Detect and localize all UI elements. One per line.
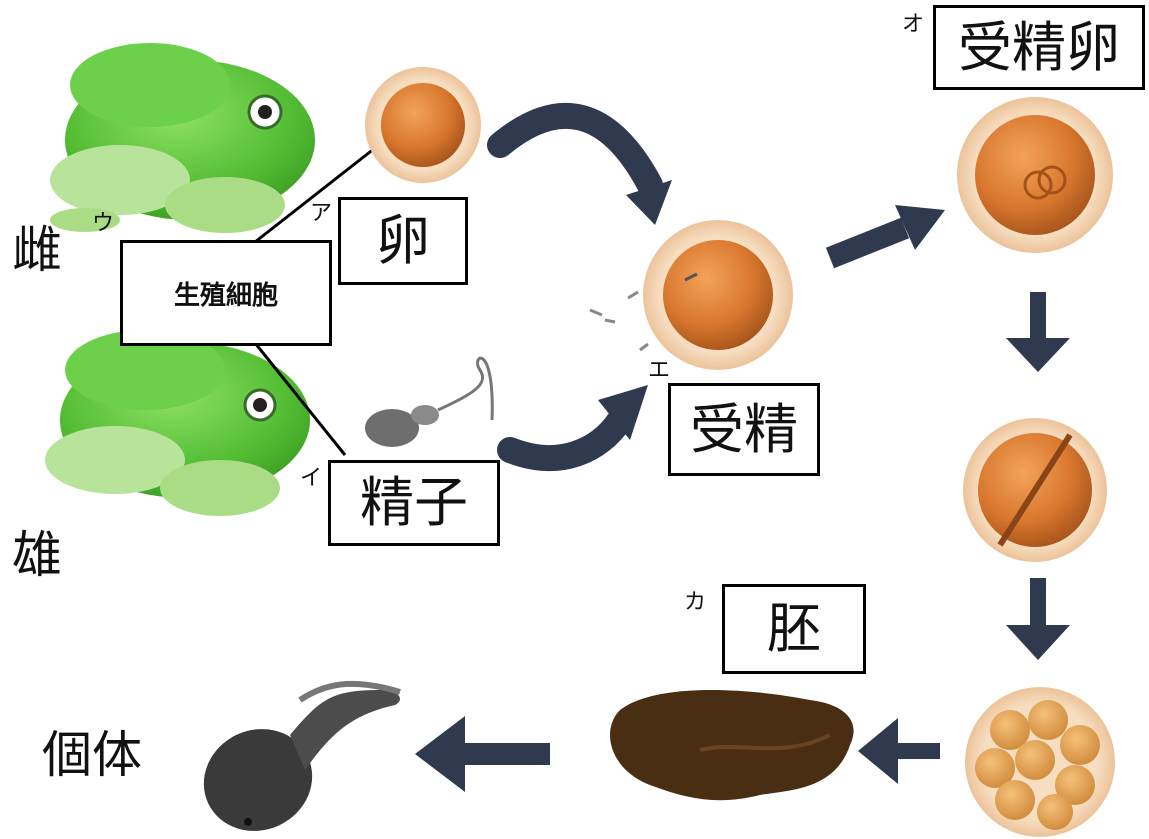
fertilized-egg-label: 受精卵: [958, 15, 1120, 79]
marker-u: ウ: [92, 211, 115, 236]
arrow-down-1: [1030, 292, 1046, 340]
sperm-image: [365, 356, 494, 447]
female-frog-image: [50, 43, 315, 233]
fertilization-box: 受精: [668, 383, 820, 476]
embryo-label: 胚: [767, 597, 821, 660]
marker-a: ア: [310, 201, 333, 226]
fertilization-egg-image: [589, 220, 793, 370]
female-label: 雌: [12, 221, 62, 279]
egg-image: [365, 67, 481, 183]
connector-line-egg: [254, 146, 376, 244]
arrow-left-1: [895, 743, 940, 759]
marker-i: イ: [300, 466, 323, 491]
embryo-box: 胚: [722, 584, 866, 674]
multicell-stage-image: [965, 687, 1115, 837]
marker-e: エ: [648, 358, 671, 383]
arrow-egg-to-fertilization: [487, 102, 663, 198]
marker-o: オ: [902, 12, 925, 37]
sperm-label: 精子: [360, 471, 468, 534]
tadpole-image: [203, 680, 401, 831]
marker-ka: カ: [684, 590, 707, 615]
fertilized-egg-image: [957, 97, 1113, 253]
germ-cell-box: 生殖細胞: [120, 240, 332, 346]
fertilized-egg-box: 受精卵: [933, 5, 1145, 90]
sperm-box: 精子: [328, 460, 500, 546]
arrow-to-fertilized-egg: [825, 217, 910, 269]
arrow-left-2: [455, 743, 550, 765]
male-frog-image: [45, 330, 310, 516]
germ-cell-label: 生殖細胞: [173, 280, 278, 311]
individual-label: 個体: [42, 726, 142, 784]
connector-line-sperm: [253, 342, 347, 456]
arrow-down-2: [1030, 578, 1046, 626]
embryo-image: [610, 690, 854, 801]
fertilization-label: 受精: [690, 397, 798, 461]
egg-label: 卵: [376, 209, 430, 272]
two-cell-stage-image: [963, 418, 1107, 562]
egg-box: 卵: [338, 197, 468, 285]
arrow-sperm-to-fertilization: [497, 407, 633, 471]
male-label: 雄: [12, 526, 62, 584]
